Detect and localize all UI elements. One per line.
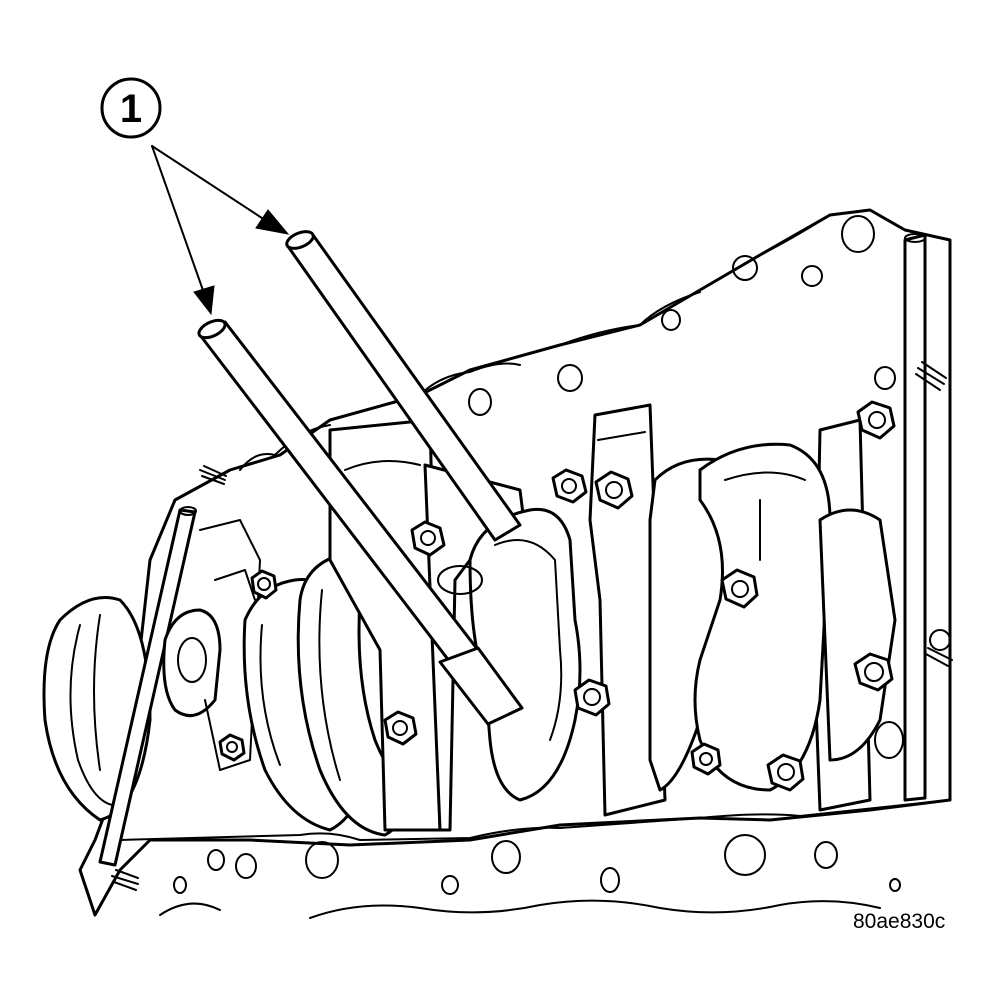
bolt-5 [856,400,896,440]
casting-bolt-holes [173,215,951,895]
bolt-4 [250,569,278,600]
bolt-6 [720,568,759,609]
callout-number: 1 [120,87,142,131]
main-cap-bolts [218,400,896,792]
figure-id: 80ae830c [853,910,945,933]
bolt-11 [766,753,805,792]
callout-circle [100,77,162,139]
arrowhead-front [193,285,215,316]
bolt-8 [573,678,611,717]
bolt-9 [383,710,418,746]
crank-throws [437,442,897,802]
bolt-12 [218,733,246,762]
bolt-7 [853,652,894,692]
bolt-1 [551,468,588,504]
alignment-pin-rear [285,230,522,542]
studs [111,361,953,891]
alignment-pin-front [197,318,524,726]
bolt-3 [410,520,446,557]
leader-line-front [151,145,206,297]
bolt-10 [690,742,722,776]
left-rail [98,506,197,867]
leader-line-rear [151,145,269,223]
callout-1: 1 [100,77,290,316]
arrowhead-rear [255,209,290,235]
bolt-2 [594,470,634,510]
